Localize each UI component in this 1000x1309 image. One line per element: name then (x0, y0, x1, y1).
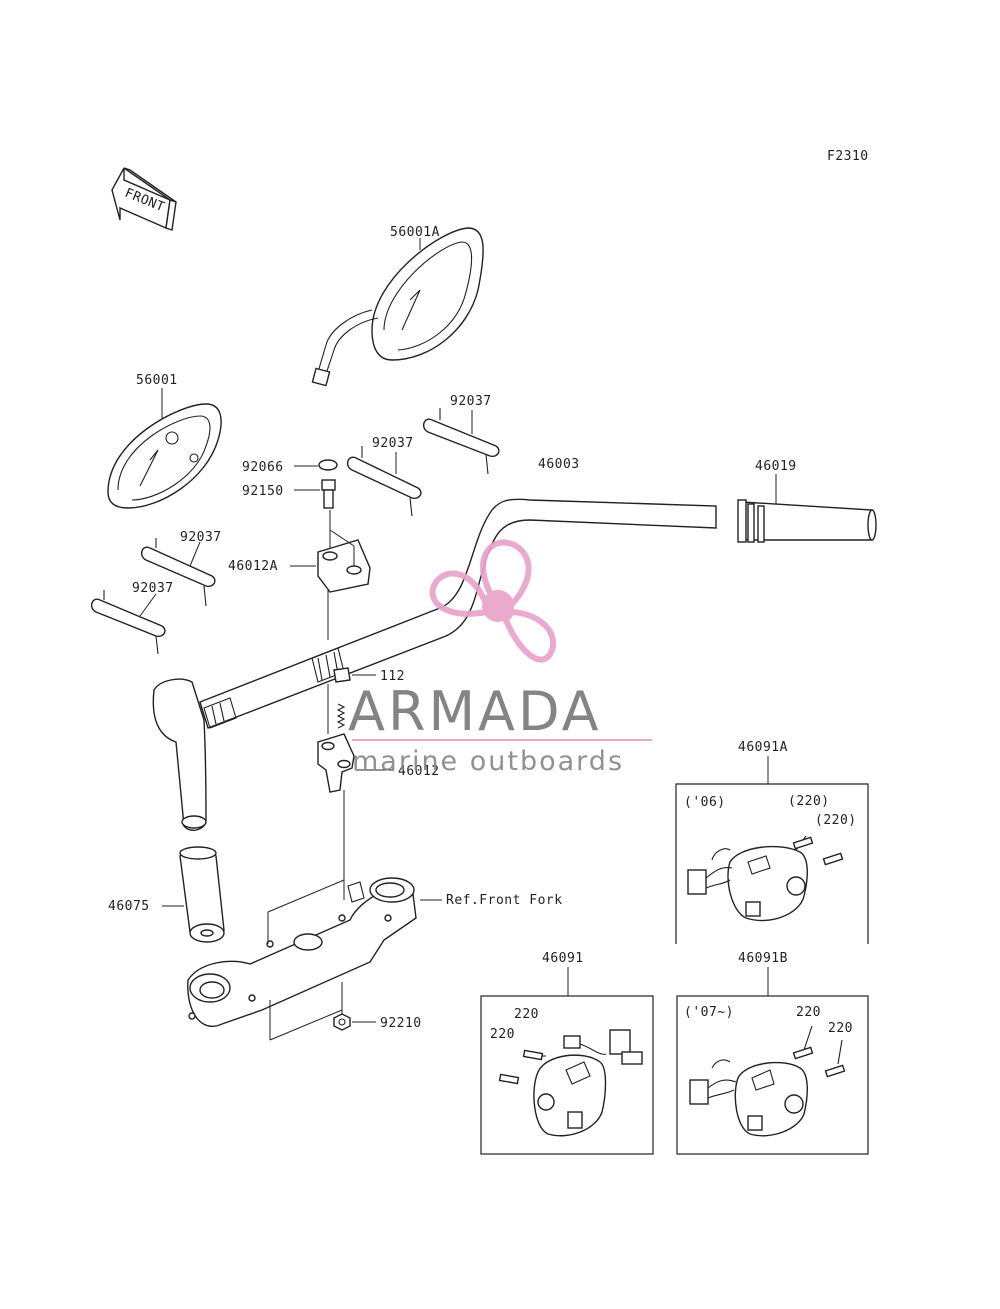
front-arrow-icon: FRONT (111, 167, 177, 231)
figure-code: F2310 (827, 149, 869, 164)
label-46003: 46003 (538, 457, 580, 472)
switch-b-screw-1: 220 (796, 1005, 821, 1020)
bolt-92150 (321, 479, 336, 509)
label-46091: 46091 (542, 951, 584, 966)
switch-b-box (676, 995, 869, 1155)
label-46012A: 46012A (228, 559, 278, 574)
holder-lower (317, 733, 355, 793)
throttle-grip (737, 499, 877, 543)
cap-92066 (318, 459, 338, 471)
label-ref-front-fork: Ref.Front Fork (446, 893, 563, 908)
propeller-icon (429, 539, 557, 663)
fork-bracket (187, 877, 417, 1027)
stay-d (90, 590, 166, 655)
label-92037-b: 92037 (372, 436, 414, 451)
label-46091A: 46091A (738, 740, 788, 755)
stay-a (422, 408, 500, 475)
watermark-brand: ARMADA (348, 680, 602, 743)
switch-b-screw-2: 220 (828, 1021, 853, 1036)
bolt-112 (333, 667, 351, 683)
label-92037-d: 92037 (132, 581, 174, 596)
grip-left (179, 846, 225, 943)
label-112: 112 (380, 669, 405, 684)
nut-92210 (333, 1013, 351, 1031)
label-92037-c: 92037 (180, 530, 222, 545)
armada-logo: ARMADA marine outboards (348, 539, 652, 777)
switch-a-year: ('06) (684, 795, 726, 810)
mirror-left (107, 403, 222, 509)
switch-a-screw-2: (220) (815, 813, 857, 828)
holder-upper (317, 539, 371, 593)
switch-screw-2: 220 (490, 1027, 515, 1042)
stay-b (346, 446, 422, 517)
label-92150: 92150 (242, 484, 284, 499)
switch-a-screw-1: (220) (788, 794, 830, 809)
switch-b-year: ('07~) (684, 1005, 734, 1020)
watermark-tagline: marine outboards (352, 746, 624, 777)
switch-b-housing (689, 1025, 846, 1137)
mirror-right (311, 227, 484, 387)
switch-screw-1: 220 (514, 1007, 539, 1022)
label-56001: 56001 (136, 373, 178, 388)
switch-housing (498, 1029, 643, 1137)
switch-a-housing (687, 835, 844, 922)
label-56001A: 56001A (390, 225, 440, 240)
label-92066: 92066 (242, 460, 284, 475)
switch-box (480, 995, 654, 1155)
label-46012: 46012 (398, 764, 440, 779)
label-46075: 46075 (108, 899, 150, 914)
stay-c (140, 538, 216, 607)
label-92210: 92210 (380, 1016, 422, 1031)
label-46019: 46019 (755, 459, 797, 474)
handlebar (152, 498, 717, 831)
label-46091B: 46091B (738, 951, 788, 966)
label-92037-a: 92037 (450, 394, 492, 409)
switch-a-box (675, 783, 869, 944)
